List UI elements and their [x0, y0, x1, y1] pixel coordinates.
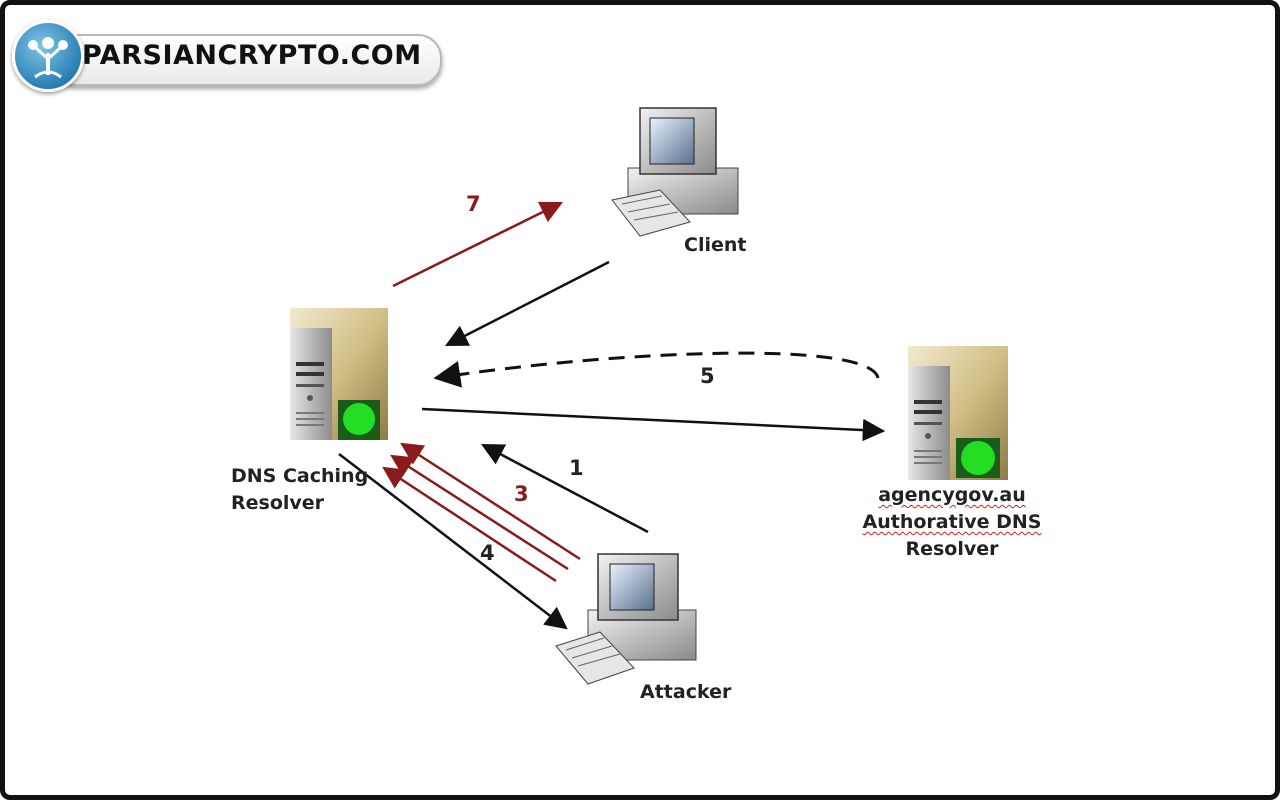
arrow-step-3-b	[390, 454, 569, 571]
attacker-computer-icon	[555, 553, 697, 685]
authoritative-dns-server-icon	[908, 346, 1008, 480]
arrow-client-to-resolver	[444, 260, 610, 347]
step-1-number: 1	[569, 456, 584, 480]
authoritative-label-line2: Authorative DNS	[862, 511, 1042, 533]
logo-text: PARSIANCRYPTO.COM	[82, 40, 422, 71]
logo-tree-icon	[12, 20, 84, 92]
step-4-number: 4	[480, 541, 495, 565]
resolver-label-line2: Resolver	[231, 492, 325, 514]
resolver-label: DNS Caching Resolver	[231, 463, 368, 517]
arrow-resolver-to-authoritative	[421, 407, 886, 442]
site-logo: PARSIANCRYPTO.COM	[12, 20, 442, 92]
authoritative-label: agencygov.au Authorative DNS Resolver	[862, 482, 1042, 563]
attacker-label: Attacker	[640, 681, 732, 703]
step-7-number: 7	[466, 192, 481, 216]
arrow-step-4	[338, 453, 568, 630]
resolver-label-line1: DNS Caching	[231, 465, 369, 487]
step-5-number: 5	[700, 364, 715, 388]
client-computer-icon	[611, 107, 739, 237]
logo-pill	[52, 34, 442, 86]
client-label: Client	[684, 234, 747, 256]
arrow-step-3-c	[382, 466, 557, 583]
arrow-step-1	[481, 443, 649, 534]
authoritative-label-line1: agencygov.au	[878, 484, 1026, 506]
arrow-step-5	[433, 351, 880, 388]
step-3-number: 3	[514, 482, 529, 506]
authoritative-label-line3: Resolver	[905, 538, 999, 560]
arrow-step-3-a	[400, 442, 581, 561]
arrow-step-7	[392, 201, 564, 288]
dns-caching-resolver-server-icon	[290, 308, 388, 440]
